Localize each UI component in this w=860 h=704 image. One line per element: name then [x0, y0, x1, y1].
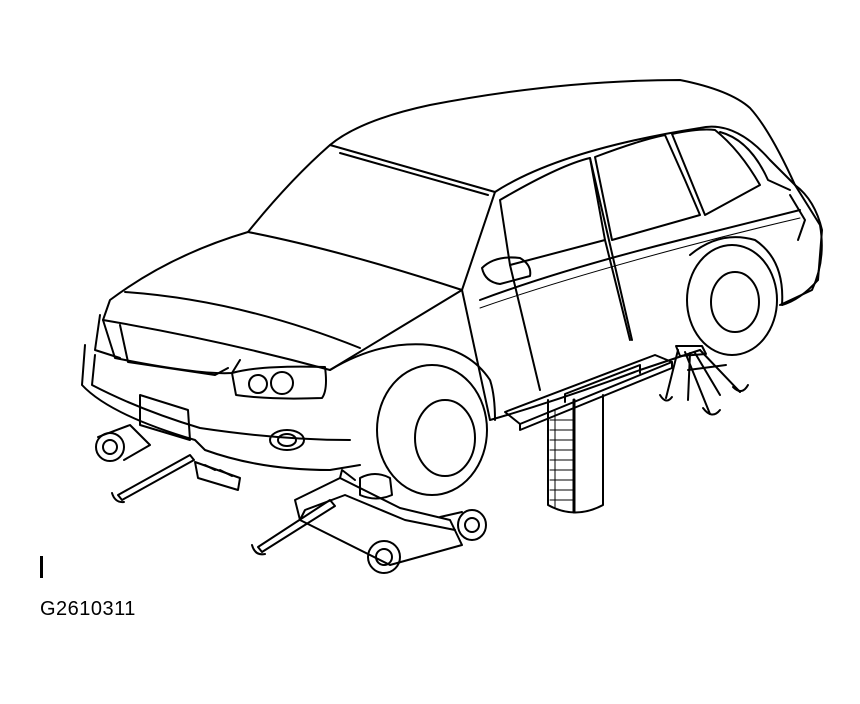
figure-code-label: G2610311: [40, 598, 136, 620]
corner-tick-mark: [40, 556, 43, 578]
lift-post: [504, 354, 673, 514]
car-body: [81, 79, 823, 496]
floor-jack-front-bumper: [95, 424, 241, 504]
floor-jack-under-wheel: [251, 469, 487, 574]
jack-stand: [659, 345, 749, 416]
